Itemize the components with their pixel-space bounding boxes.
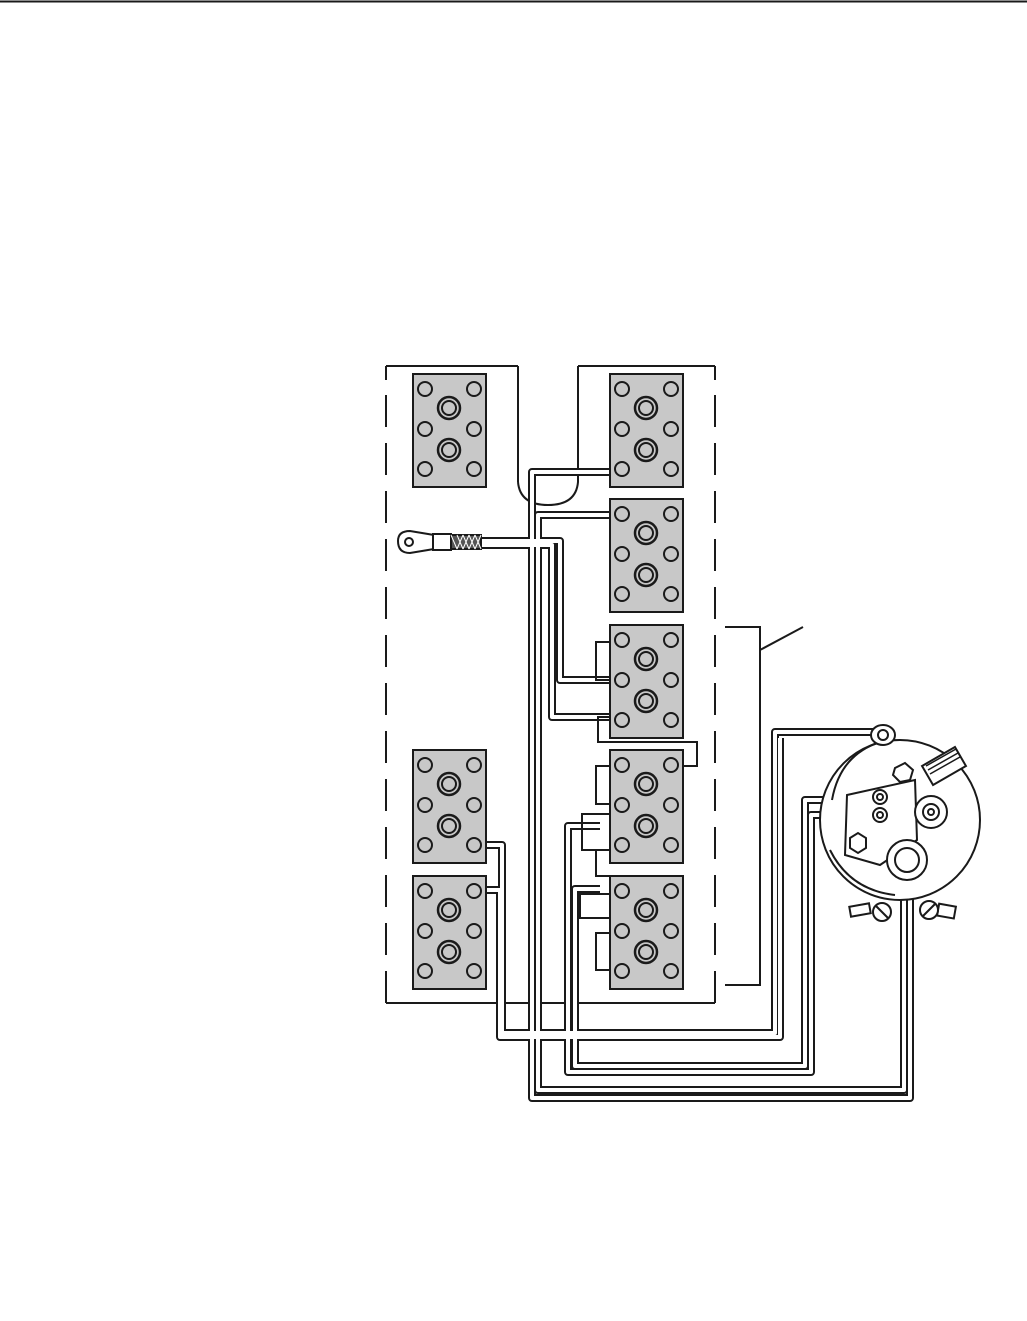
wire-f: [480, 545, 611, 717]
terminal-screw-small: [664, 547, 678, 561]
terminal-screw-inner: [639, 694, 653, 708]
terminal-screw-small: [664, 713, 678, 727]
terminal-block-left-top: [413, 374, 486, 487]
terminal-screw-inner: [639, 401, 653, 415]
terminal-screw-small: [664, 884, 678, 898]
terminal-screw-inner: [442, 945, 456, 959]
terminal-screw-small: [664, 964, 678, 978]
terminal-screw-small: [467, 758, 481, 772]
terminal-screw-small: [467, 798, 481, 812]
terminal-screw-small: [615, 587, 629, 601]
terminal-screw-inner: [442, 401, 456, 415]
terminal-screw-small: [615, 713, 629, 727]
terminal-screw-small: [615, 507, 629, 521]
terminal-block-right-2: [610, 499, 683, 612]
terminal-screw-inner: [442, 443, 456, 457]
terminal-block-right-3: [610, 625, 683, 738]
terminal-screw-small: [467, 924, 481, 938]
terminal-screw-small: [418, 798, 432, 812]
terminal-block-right-5: [610, 876, 683, 989]
terminal-screw-small: [664, 838, 678, 852]
bracket-callout: [725, 627, 803, 985]
terminal-screw-small: [664, 462, 678, 476]
terminal-screw-small: [615, 964, 629, 978]
terminal-screw-small: [418, 758, 432, 772]
terminal-screw-inner: [639, 945, 653, 959]
terminal-screw-small: [615, 673, 629, 687]
terminal-screw-small: [664, 422, 678, 436]
terminal-screw-small: [664, 507, 678, 521]
terminal-screw-small: [615, 924, 629, 938]
terminal-screw-small: [467, 838, 481, 852]
terminal-block-left-middle: [413, 750, 486, 863]
wire-e: [480, 541, 611, 680]
terminal-screw-small: [418, 462, 432, 476]
terminal-screw-small: [467, 382, 481, 396]
terminal-screw-small: [615, 547, 629, 561]
terminal-screw-inner: [442, 777, 456, 791]
terminal-block-right-1: [610, 374, 683, 487]
terminal-screw-small: [418, 382, 432, 396]
terminal-screw-inner: [639, 443, 653, 457]
terminal-screw-inner: [639, 652, 653, 666]
terminal-screw-small: [664, 587, 678, 601]
terminal-screw-small: [418, 884, 432, 898]
terminal-screw-small: [615, 838, 629, 852]
terminal-screw-small: [418, 924, 432, 938]
terminal-screw-small: [664, 758, 678, 772]
terminal-screw-small: [615, 462, 629, 476]
terminal-screw-small: [664, 924, 678, 938]
ground-lug-icon: [398, 531, 481, 553]
wire-a: [486, 732, 885, 1033]
terminal-screw-small: [615, 382, 629, 396]
terminal-screw-small: [615, 633, 629, 647]
terminal-screw-small: [467, 462, 481, 476]
terminal-block-left-bottom: [413, 876, 486, 989]
terminal-screw-small: [664, 633, 678, 647]
terminal-screw-small: [418, 838, 432, 852]
terminal-screw-small: [418, 964, 432, 978]
terminal-screw-small: [467, 964, 481, 978]
terminal-screw-inner: [639, 777, 653, 791]
terminal-screw-small: [615, 884, 629, 898]
terminal-screw-small: [418, 422, 432, 436]
terminal-screw-small: [664, 382, 678, 396]
terminal-screw-inner: [639, 903, 653, 917]
terminal-screw-small: [615, 798, 629, 812]
terminal-screw-small: [664, 798, 678, 812]
terminal-screw-inner: [442, 903, 456, 917]
terminal-screw-small: [664, 673, 678, 687]
terminal-screw-inner: [639, 819, 653, 833]
terminal-screw-small: [615, 422, 629, 436]
terminal-screw-small: [615, 758, 629, 772]
connector-receptacle-icon: [820, 725, 980, 921]
terminal-screw-inner: [639, 568, 653, 582]
terminal-screw-small: [467, 422, 481, 436]
terminal-block-right-4: [610, 750, 683, 863]
terminal-screw-inner: [639, 526, 653, 540]
terminal-screw-inner: [442, 819, 456, 833]
terminal-screw-small: [467, 884, 481, 898]
